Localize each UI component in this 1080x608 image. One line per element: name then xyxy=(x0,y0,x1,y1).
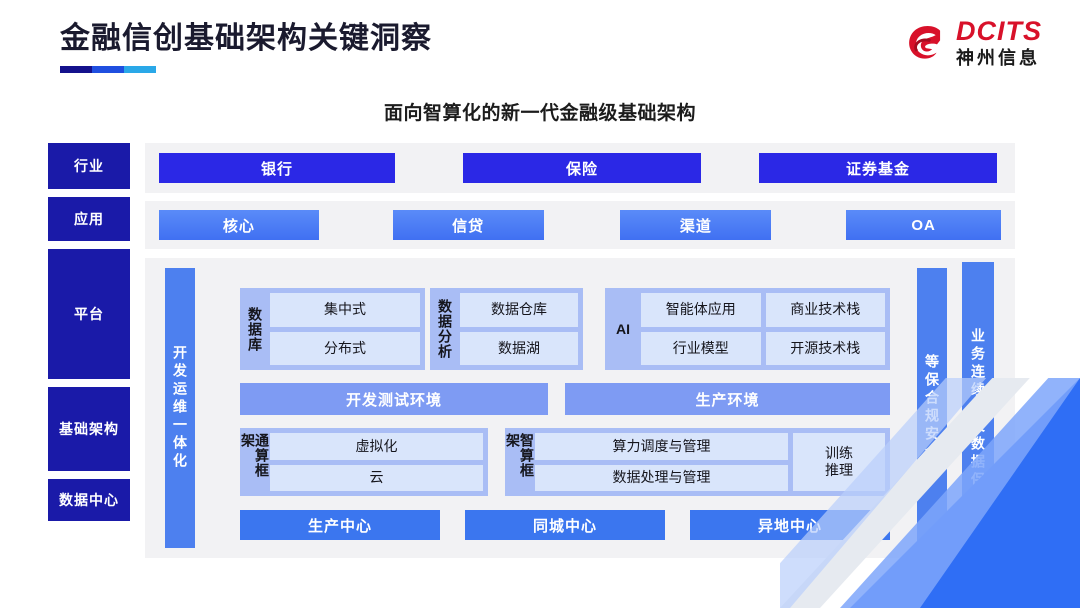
group-label-intelligent-compute-framework: 智算框架 xyxy=(505,433,535,478)
cell-virtualization[interactable]: 虚拟化 xyxy=(270,433,483,460)
group-label-general-compute-framework: 通算框架 xyxy=(240,433,270,478)
rule-segment-1 xyxy=(60,66,92,73)
cell-data-processing[interactable]: 数据处理与管理 xyxy=(535,464,788,491)
cell-commercial-tech-stack[interactable]: 商业技术栈 xyxy=(765,293,885,327)
page-title: 金融信创基础架构关键洞察 xyxy=(60,22,432,55)
cell-data-lake[interactable]: 数据湖 xyxy=(460,331,578,365)
layer-rail: 行业 应用 平台 基础架构 数据中心 xyxy=(48,143,130,529)
subtitle: 面向智算化的新一代金融级基础架构 xyxy=(383,103,696,124)
cell-industry-model[interactable]: 行业模型 xyxy=(641,331,761,365)
application-chip-channel[interactable]: 渠道 xyxy=(620,210,772,240)
group-data-analysis: 数据分析 数据仓库 数据湖 xyxy=(430,288,583,370)
rail-item-application[interactable]: 应用 xyxy=(48,197,130,241)
group-label-data-analysis: 数据分析 xyxy=(437,299,453,359)
application-row-panel: 核心 信贷 渠道 OA xyxy=(145,201,1015,249)
industry-row-panel: 银行 保险 证券基金 xyxy=(145,143,1015,193)
industry-chip-insurance[interactable]: 保险 xyxy=(463,153,701,183)
pillar-compliance-security[interactable]: 等保合规安全 xyxy=(917,268,947,548)
cell-centralized[interactable]: 集中式 xyxy=(270,293,420,327)
cell-training-inference[interactable]: 训练 推理 xyxy=(793,433,885,491)
rail-item-datacenter[interactable]: 数据中心 xyxy=(48,479,130,521)
group-body-left: 算力调度与管理 数据处理与管理 xyxy=(535,433,788,491)
group-label-database: 数据库 xyxy=(247,306,263,352)
dcits-swoosh-icon xyxy=(909,25,941,59)
group-intelligent-compute-framework: 智算框架 算力调度与管理 数据处理与管理 训练 推理 xyxy=(505,428,890,496)
rule-segment-3 xyxy=(124,66,156,73)
industry-chip-bank[interactable]: 银行 xyxy=(159,153,395,183)
industry-chip-securities-fund[interactable]: 证券基金 xyxy=(759,153,997,183)
datacenter-chip-production[interactable]: 生产中心 xyxy=(240,510,440,540)
datacenter-chip-local[interactable]: 同城中心 xyxy=(465,510,665,540)
band-dev-test-environment[interactable]: 开发测试环境 xyxy=(240,383,548,415)
pillar-devops[interactable]: 开发运维一体化 xyxy=(165,268,195,548)
cell-compute-scheduling[interactable]: 算力调度与管理 xyxy=(535,433,788,460)
pillar-business-continuity[interactable]: 业务连续性及数据保护 xyxy=(962,262,994,574)
rail-item-platform[interactable]: 平台 xyxy=(48,249,130,379)
cell-opensource-tech-stack[interactable]: 开源技术栈 xyxy=(765,331,885,365)
group-database: 数据库 集中式 分布式 xyxy=(240,288,425,370)
logo-cn-text: 神州信息 xyxy=(956,48,1040,68)
group-general-compute-framework: 通算框架 虚拟化 云 xyxy=(240,428,488,496)
rail-item-industry[interactable]: 行业 xyxy=(48,143,130,189)
band-production-environment[interactable]: 生产环境 xyxy=(565,383,890,415)
rule-segment-2 xyxy=(92,66,124,73)
application-chip-credit[interactable]: 信贷 xyxy=(392,210,544,240)
cell-agent-application[interactable]: 智能体应用 xyxy=(641,293,761,327)
logo-text: DCITS 神州信息 xyxy=(956,16,1042,68)
cell-distributed[interactable]: 分布式 xyxy=(270,331,420,365)
rail-item-infrastructure[interactable]: 基础架构 xyxy=(48,387,130,471)
group-ai: AI 智能体应用 商业技术栈 行业模型 开源技术栈 xyxy=(605,288,890,370)
group-label-ai: AI xyxy=(616,321,630,337)
datacenter-chip-remote[interactable]: 异地中心 xyxy=(690,510,890,540)
title-underline-bar xyxy=(60,66,156,73)
header: 金融信创基础架构关键洞察 xyxy=(60,18,432,73)
brand-logo: DCITS 神州信息 xyxy=(904,18,1042,67)
logo-en-text: DCITS xyxy=(956,16,1042,46)
cell-data-warehouse[interactable]: 数据仓库 xyxy=(460,293,578,327)
platform-stage-panel: 开发运维一体化 等保合规安全 数据库 集中式 分布式 数据分析 数据仓库 数据湖… xyxy=(145,258,1015,558)
cell-cloud[interactable]: 云 xyxy=(270,464,483,491)
application-chip-core[interactable]: 核心 xyxy=(159,210,319,240)
application-chip-oa[interactable]: OA xyxy=(846,210,1001,240)
